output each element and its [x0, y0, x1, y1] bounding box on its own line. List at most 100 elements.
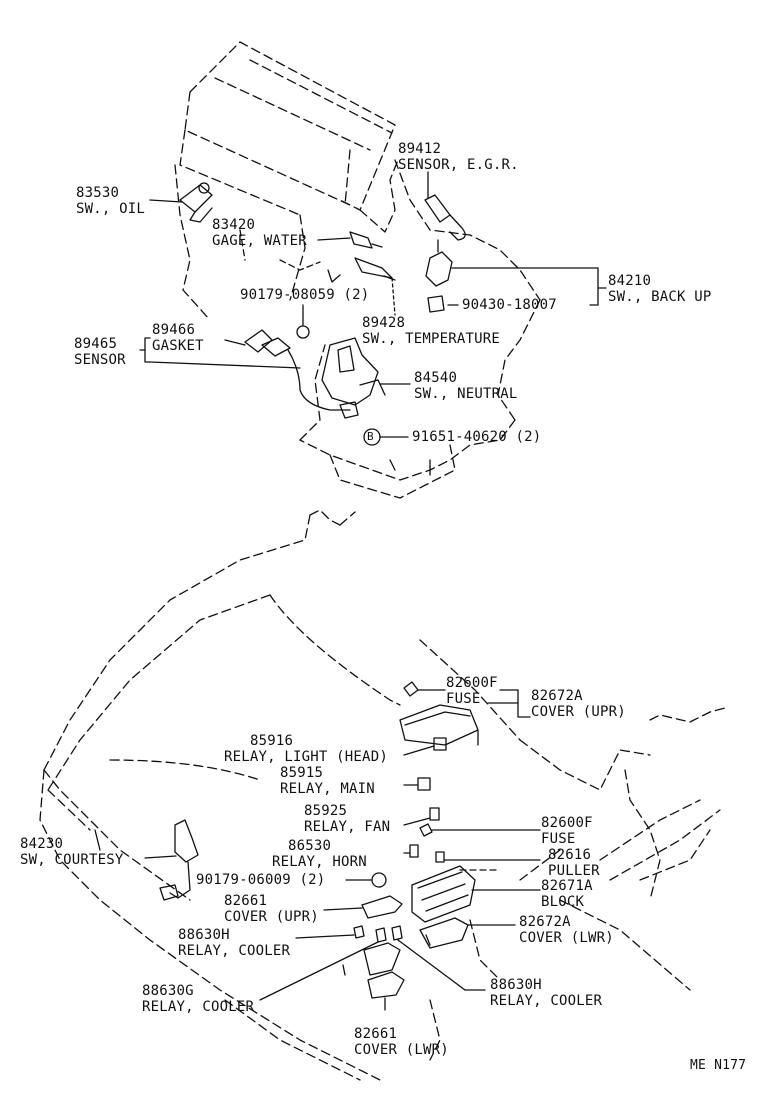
part-name: BLOCK	[541, 894, 585, 910]
part-name: FUSE	[446, 691, 481, 707]
bolt-40620-drawing	[363, 428, 409, 446]
label-washer-18007: 90430-18007	[462, 297, 557, 313]
part-name: COVER (LWR)	[519, 930, 614, 946]
part-number: 85916	[250, 733, 294, 749]
label-relay-horn: 86530 RELAY, HORN	[272, 838, 367, 870]
label-cover-upr-block: 82672A COVER (UPR)	[531, 688, 626, 720]
part-number: 90430-18007	[462, 297, 557, 313]
label-sw-temperature: 89428 SW., TEMPERATURE	[362, 315, 500, 347]
engine-outline	[174, 41, 541, 499]
neutral-switch-drawing	[321, 337, 411, 406]
part-name: SW, COURTESY	[20, 852, 124, 868]
part-number: 82616	[548, 847, 592, 863]
part-number: 84230	[20, 836, 64, 852]
part-name: SW., NEUTRAL	[414, 386, 518, 402]
label-cover-lwr-small: 82661 COVER (LWR)	[354, 1026, 449, 1058]
label-gage-water: 83420 GAGE, WATER	[212, 217, 307, 249]
egr-sensor-drawing	[424, 171, 466, 241]
part-number: 82661	[224, 893, 268, 909]
relay-fan-drawing	[403, 807, 440, 826]
cover-upr-small-drawing	[323, 895, 403, 919]
relay-horn-drawing	[403, 844, 419, 858]
part-number: 83530	[76, 185, 120, 201]
part-number: 82672A	[519, 914, 571, 930]
part-number: 83420	[212, 217, 256, 233]
part-name: RELAY, MAIN	[280, 781, 375, 797]
part-number: 89465	[74, 336, 118, 352]
label-sensor-89465: 89465 SENSOR	[74, 336, 126, 368]
part-number: 89428	[362, 315, 406, 331]
part-name: SW., BACK UP	[608, 289, 712, 305]
part-name: RELAY, HORN	[272, 854, 367, 870]
part-number: 82600F	[446, 675, 498, 691]
courtesy-switch-drawing	[144, 819, 199, 901]
part-number: 91651-40620 (2)	[412, 429, 542, 445]
part-name: RELAY, COOLER	[178, 943, 291, 959]
part-name: SW., OIL	[76, 201, 146, 217]
cover-upr-block-drawing	[399, 689, 531, 746]
block-drawing	[411, 865, 541, 923]
cover-lwr-block-drawing	[419, 917, 516, 949]
fuse-lower-drawing	[419, 823, 541, 837]
label-sensor-egr: 89412 SENSOR, E.G.R.	[398, 141, 519, 173]
label-relay-cooler-h-left: 88630H RELAY, COOLER	[178, 927, 290, 959]
part-number: 85925	[304, 803, 348, 819]
part-name: RELAY, FAN	[304, 819, 391, 835]
relay-light-drawing	[403, 737, 447, 756]
part-name: RELAY, LIGHT (HEAD)	[224, 749, 388, 765]
label-sw-neutral: 84540 SW., NEUTRAL	[414, 370, 518, 402]
body-outline	[39, 509, 726, 1081]
water-gage-drawing	[317, 231, 383, 249]
label-sw-back-up: 84210 SW., BACK UP	[608, 273, 712, 305]
part-number: 84210	[608, 273, 652, 289]
part-name: GAGE, WATER	[212, 233, 307, 249]
part-name: COVER (UPR)	[224, 909, 319, 925]
label-relay-fan: 85925 RELAY, FAN	[304, 803, 390, 835]
part-name: PULLER	[548, 863, 600, 879]
relay-main-drawing	[403, 777, 431, 791]
part-name: RELAY, COOLER	[142, 999, 255, 1015]
part-name: COVER (UPR)	[531, 704, 626, 720]
label-bolt-06009: 90179-06009 (2)	[196, 872, 325, 888]
part-name: RELAY, COOLER	[490, 993, 603, 1009]
oil-switch-drawing	[149, 182, 213, 223]
label-block: 82671A BLOCK	[541, 878, 593, 910]
label-gasket: 89466 GASKET	[152, 322, 204, 354]
label-sw-courtesy: 84230 SW, COURTESY	[20, 836, 124, 868]
part-name: FUSE	[541, 831, 576, 847]
part-number: 88630H	[490, 977, 542, 993]
part-number: 89466	[152, 322, 196, 338]
part-number: 82672A	[531, 688, 583, 704]
part-number: 82661	[354, 1026, 398, 1042]
part-number: 82600F	[541, 815, 593, 831]
part-number: 90179-08059 (2)	[240, 287, 370, 303]
part-number: 82671A	[541, 878, 593, 894]
label-relay-cooler-h-right: 88630H RELAY, COOLER	[490, 977, 602, 1009]
gasket-bracket	[139, 337, 151, 363]
part-name: COVER (LWR)	[354, 1042, 449, 1058]
part-number: 84540	[414, 370, 458, 386]
drawing-code: ME N177	[690, 1058, 747, 1073]
part-number: 90179-06009 (2)	[196, 872, 326, 888]
label-relay-cooler-g: 88630G RELAY, COOLER	[142, 983, 254, 1015]
part-number: 85915	[280, 765, 324, 781]
bolt-marker-b: B	[367, 430, 374, 443]
part-number: 88630H	[178, 927, 230, 943]
cover-lwr-small-drawing	[342, 942, 405, 1011]
bolt-08059-drawing	[296, 304, 310, 339]
fuse-upper-drawing	[403, 681, 446, 697]
label-bolt-40620: 91651-40620 (2)	[412, 429, 541, 445]
temp-switch-drawing	[327, 257, 396, 316]
label-sw-oil: 83530 SW., OIL	[76, 185, 145, 217]
label-relay-light: 85916 RELAY, LIGHT (HEAD)	[224, 733, 388, 765]
part-number: 89412	[398, 141, 442, 157]
part-number: 86530	[288, 838, 332, 854]
label-cover-upr-small: 82661 COVER (UPR)	[224, 893, 319, 925]
part-number: 88630G	[142, 983, 194, 999]
label-fuse-lower: 82600F FUSE	[541, 815, 593, 847]
label-fuse-upper: 82600F FUSE	[446, 675, 498, 707]
label-relay-main: 85915 RELAY, MAIN	[280, 765, 375, 797]
label-cover-lwr-block: 82672A COVER (LWR)	[519, 914, 614, 946]
